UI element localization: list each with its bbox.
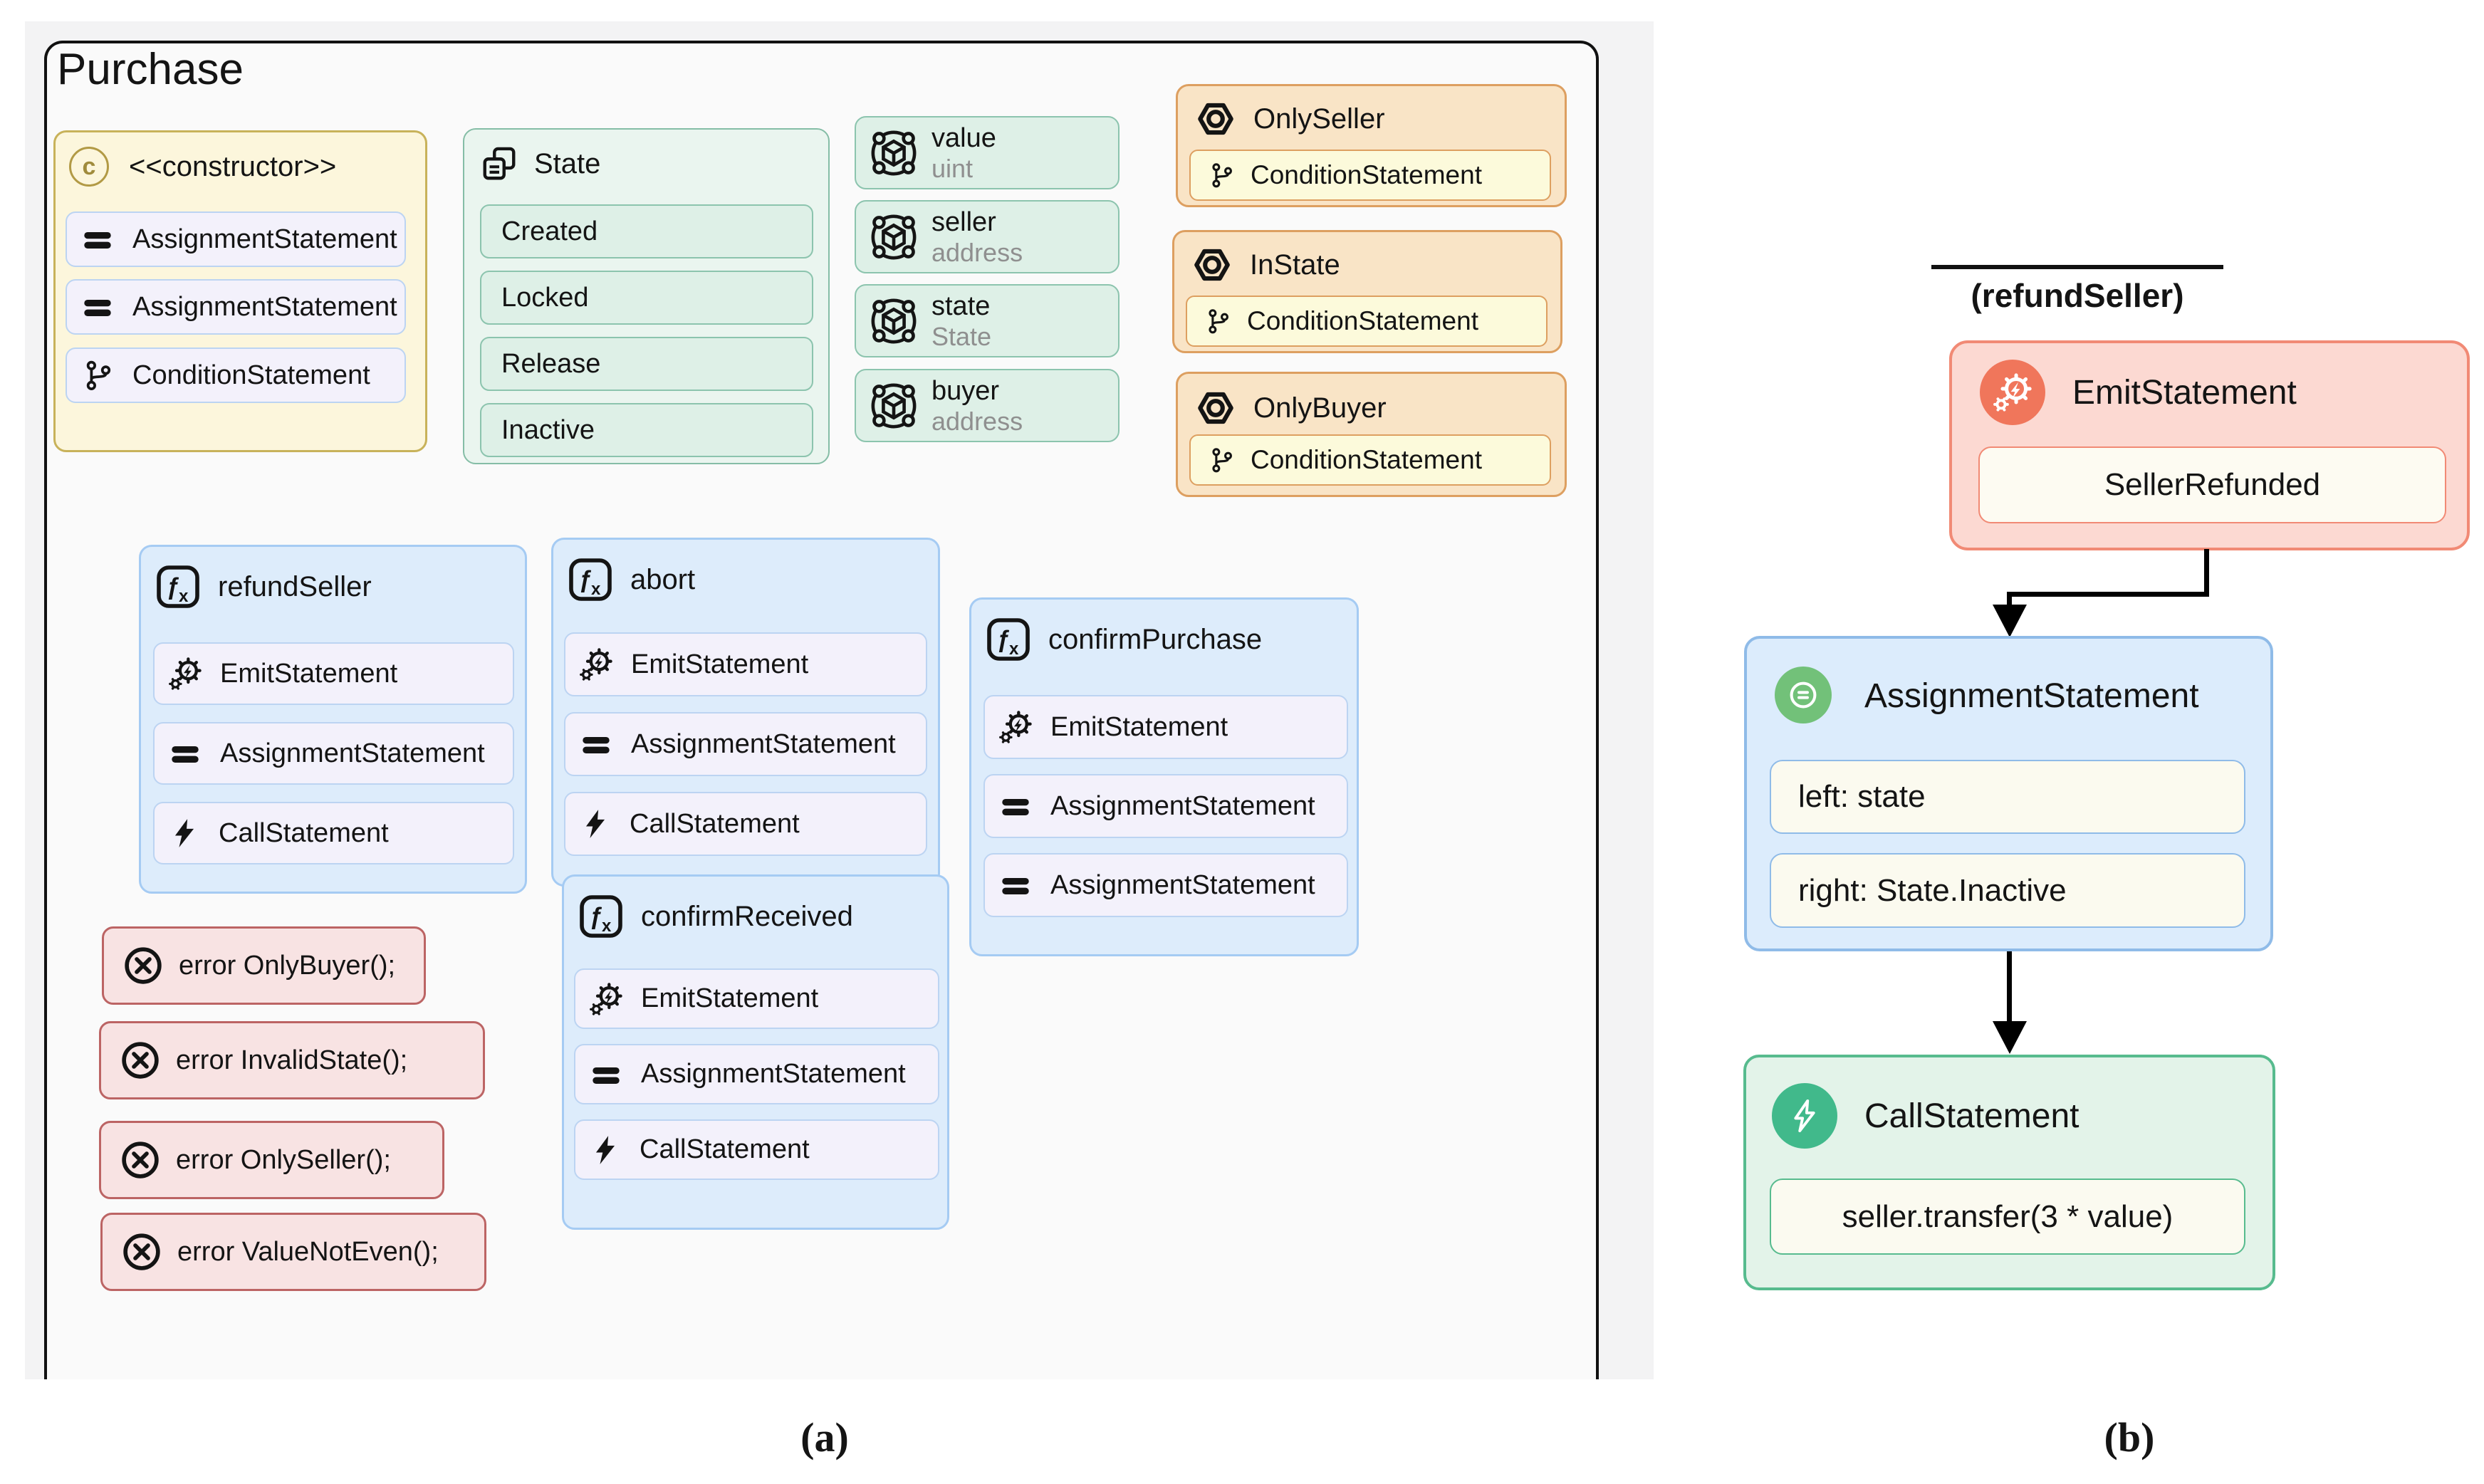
emit-gear-icon — [999, 711, 1032, 743]
statement-chip: EmitStatement — [153, 642, 514, 705]
cube-icon — [867, 380, 920, 432]
assignment-icon — [999, 790, 1032, 822]
constructor-header: c <<constructor>> — [69, 146, 336, 187]
statement-chip: CallStatement — [574, 1119, 939, 1180]
cube-icon — [867, 295, 920, 348]
error-chip: error ValueNotEven(); — [100, 1213, 486, 1291]
condition-chip: ConditionStatement — [1186, 296, 1548, 347]
emit-gear-icon — [1980, 360, 2045, 425]
call-bolt-icon — [580, 808, 611, 840]
arrow-assignment-to-call — [2007, 951, 2012, 1023]
constructor-c-icon: c — [69, 147, 109, 187]
statement-chip: AssignmentStatement — [564, 712, 927, 776]
statement-chip: AssignmentStatement — [574, 1044, 939, 1104]
function-overline — [1931, 265, 2223, 269]
flow-node-label: EmitStatement — [2072, 374, 2297, 412]
modifier-header: OnlySeller — [1195, 98, 1385, 140]
statement-chip: EmitStatement — [983, 695, 1348, 759]
arrowhead-icon — [1993, 605, 2027, 637]
flow-node-detail: left: state — [1770, 760, 2245, 834]
flow-node-label: CallStatement — [1864, 1097, 2079, 1135]
assignment-icon — [590, 1058, 622, 1091]
enum-value-item: Release — [480, 337, 813, 391]
assignment-icon — [580, 728, 612, 761]
error-circle-x-icon — [119, 1139, 162, 1181]
statement-chip: AssignmentStatement — [66, 279, 406, 335]
modifier-header: OnlyBuyer — [1195, 387, 1387, 429]
hexagon-modifier-icon — [1195, 387, 1236, 429]
emit-gear-icon — [580, 648, 612, 681]
error-circle-x-icon — [122, 944, 165, 987]
state-enum-name: State — [534, 147, 601, 179]
arrowhead-icon — [1993, 1021, 2027, 1054]
assignment-icon — [169, 737, 202, 770]
statement-chip: EmitStatement — [574, 968, 939, 1029]
enum-value-item: Created — [480, 204, 813, 258]
fx-function-icon — [578, 894, 624, 939]
error-chip: error OnlyBuyer(); — [102, 926, 426, 1005]
assignment-circle-equals-icon — [1775, 667, 1832, 723]
error-circle-x-icon — [120, 1230, 163, 1273]
enum-value-item: Locked — [480, 271, 813, 325]
cube-icon — [867, 127, 920, 179]
emit-gear-icon — [590, 983, 622, 1015]
arrow-emit-to-assignment — [2204, 549, 2209, 596]
condition-chip: ConditionStatement — [1189, 434, 1551, 486]
fx-function-icon — [155, 564, 201, 610]
function-header: confirmPurchase — [986, 617, 1262, 662]
hexagon-modifier-icon — [1195, 98, 1236, 140]
constructor-stereotype: <<constructor>> — [129, 150, 337, 182]
cube-icon — [867, 211, 920, 263]
hexagon-modifier-icon — [1191, 244, 1233, 286]
function-header: confirmReceived — [578, 894, 853, 939]
fx-function-icon — [986, 617, 1031, 662]
error-circle-x-icon — [119, 1039, 162, 1082]
call-bolt-icon — [1772, 1083, 1837, 1149]
fx-function-icon — [568, 557, 613, 602]
error-chip: error InvalidState(); — [99, 1021, 485, 1099]
flow-node-detail: seller.transfer(3 * value) — [1770, 1179, 2245, 1255]
condition-chip: ConditionStatement — [1189, 150, 1551, 201]
enum-pages-icon — [480, 145, 518, 183]
error-chip: error OnlySeller(); — [99, 1121, 444, 1199]
condition-branch-icon — [1204, 308, 1231, 335]
assignment-icon — [999, 869, 1032, 902]
call-bolt-icon — [590, 1134, 621, 1166]
statement-chip: ConditionStatement — [66, 348, 406, 403]
assignment-icon — [81, 223, 114, 256]
assignment-icon — [81, 291, 114, 323]
caption-a: (a) — [800, 1414, 849, 1461]
condition-branch-icon — [1208, 162, 1235, 189]
contract-title: Purchase — [57, 45, 244, 94]
caption-b: (b) — [2104, 1414, 2155, 1461]
flow-node-detail: SellerRefunded — [1978, 446, 2446, 523]
statement-chip: CallStatement — [564, 792, 927, 856]
statement-chip: AssignmentStatement — [66, 211, 406, 267]
statement-chip: CallStatement — [153, 802, 514, 864]
state-enum-header: State — [480, 145, 600, 183]
emit-gear-icon — [169, 657, 202, 690]
arrow-emit-to-assignment — [2007, 592, 2012, 609]
condition-branch-icon — [81, 359, 114, 392]
flow-node-detail: right: State.Inactive — [1770, 853, 2245, 928]
call-bolt-icon — [169, 817, 200, 849]
flow-node-label: AssignmentStatement — [1864, 677, 2199, 715]
condition-branch-icon — [1208, 446, 1235, 474]
arrow-emit-to-assignment — [2007, 592, 2209, 597]
function-header: refundSeller — [155, 564, 372, 610]
statement-chip: AssignmentStatement — [153, 722, 514, 785]
function-flow-title: (refundSeller) — [1971, 277, 2184, 314]
statement-chip: EmitStatement — [564, 632, 927, 696]
enum-value-item: Inactive — [480, 403, 813, 457]
function-header: abort — [568, 557, 695, 602]
statement-chip: AssignmentStatement — [983, 853, 1348, 917]
modifier-header: InState — [1191, 244, 1340, 286]
statement-chip: AssignmentStatement — [983, 774, 1348, 838]
